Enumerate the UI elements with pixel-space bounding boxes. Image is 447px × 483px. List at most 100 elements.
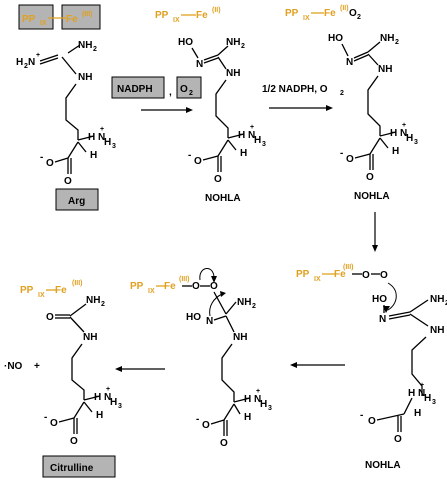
nohla-label-2: NOHLA: [354, 191, 390, 202]
nh-atom: NH: [226, 68, 240, 79]
arrowhead: [290, 362, 297, 368]
bond: [353, 51, 369, 59]
n-atom: N: [196, 59, 203, 70]
intermediate-structure: HO NH 2 N NH H N H 3 + H - O O: [186, 291, 272, 449]
minus-charge: -: [44, 412, 47, 423]
subscript-3: 3: [268, 405, 272, 412]
h-atom: H: [110, 397, 117, 408]
bond: [69, 316, 85, 333]
bond: [388, 311, 411, 317]
arrowhead: [220, 291, 226, 297]
o-atom: O: [214, 174, 222, 185]
h-atom: H: [240, 148, 247, 159]
bond: [379, 131, 397, 137]
nohla-label-3: NOHLA: [365, 460, 401, 471]
bond: [225, 301, 237, 315]
h-atom: H: [104, 137, 111, 148]
subscript-2: 2: [24, 63, 28, 70]
bond: [225, 315, 235, 333]
bond: [213, 315, 227, 321]
bond: [54, 157, 69, 163]
bond: [83, 401, 93, 413]
bond: [233, 403, 241, 415]
o-atom: O: [194, 156, 202, 167]
plus-charge: +: [402, 122, 406, 129]
plus-charge: +: [106, 386, 110, 393]
minus-charge: -: [40, 152, 43, 163]
subscript-3: 3: [432, 399, 436, 406]
o-atom: O: [380, 270, 388, 281]
n-atom: N: [254, 394, 261, 405]
nohla-structure-3: HO NH 2 N NH H N H 3 + H - O O: [360, 294, 447, 445]
bond: [61, 56, 77, 75]
subscript-2: 2: [340, 90, 344, 97]
bond: [203, 57, 219, 64]
plus-sign: +: [34, 361, 40, 372]
h-atom: H: [414, 408, 421, 419]
heme-fe-ii-2: PP IX Fe (II): [155, 7, 221, 24]
subscript-2: 2: [252, 303, 256, 310]
fe-label: Fe: [164, 281, 176, 292]
fe-label: Fe: [55, 285, 67, 296]
nadph-box: [111, 76, 165, 99]
bond: [403, 397, 413, 415]
o2-label: O: [180, 84, 188, 95]
h-atom: H: [244, 412, 251, 423]
n-atom: N: [28, 57, 35, 68]
n-atom: N: [206, 316, 213, 327]
fe-oxidation-state: (III): [343, 264, 354, 271]
nohla-label-1: NOHLA: [205, 193, 241, 204]
n-atom: N: [104, 392, 111, 403]
h-atom: H: [94, 392, 101, 403]
bond: [367, 41, 381, 53]
electron-arrow: [209, 293, 223, 317]
h-atom: H: [244, 394, 251, 405]
bond: [67, 141, 79, 159]
arrowhead: [186, 107, 193, 113]
bond: [353, 54, 369, 62]
heme-fe-iii-final: PP IX Fe (III): [20, 280, 83, 299]
bond: [388, 314, 411, 320]
ho-atom: HO: [186, 312, 201, 323]
nh-atom: NH: [233, 332, 247, 343]
bond: [367, 53, 379, 66]
h-atom: H: [408, 388, 415, 399]
side-chain: [221, 343, 235, 402]
ho-atom: HO: [328, 33, 343, 44]
pp-label: PP: [285, 8, 299, 19]
bond: [77, 141, 87, 153]
h-atom: H: [390, 128, 397, 139]
o-atom: O: [70, 436, 78, 447]
subscript-2: 2: [241, 43, 245, 50]
o-atom: O: [192, 281, 200, 292]
bond: [217, 139, 229, 157]
bond: [39, 57, 59, 65]
fe-oxidation-state: (II): [340, 5, 349, 12]
bond: [58, 417, 75, 423]
o-atom: O: [362, 270, 370, 281]
bond: [354, 153, 371, 159]
nohla-structure-2: HO NH 2 N NH H N H 3 + H - O O: [328, 33, 418, 183]
n-atom: N: [418, 388, 425, 399]
ho-atom: HO: [372, 294, 387, 305]
plus-charge: +: [256, 388, 260, 395]
fe-label: Fe: [334, 269, 346, 280]
o-atom: O: [368, 416, 376, 427]
bond: [210, 419, 225, 425]
bond: [69, 303, 87, 317]
bond: [203, 54, 219, 61]
arrowhead: [383, 306, 390, 313]
bond: [217, 56, 227, 70]
fe-label: Fe: [66, 14, 78, 25]
ho-atom: HO: [178, 37, 193, 48]
citrulline-structure: NH 2 O NH H N H 3 + H - O O: [44, 295, 122, 447]
o2-box: [176, 76, 202, 99]
bond: [191, 47, 199, 59]
o-atom: O: [46, 312, 54, 323]
h2n-atom: H: [16, 57, 23, 68]
fe-oxidation-state: (III): [72, 280, 83, 287]
heme-fe-iii-peroxo: PP IX Fe (III) O O: [130, 276, 218, 295]
bond: [39, 54, 59, 62]
electron-arrow: [387, 282, 397, 311]
